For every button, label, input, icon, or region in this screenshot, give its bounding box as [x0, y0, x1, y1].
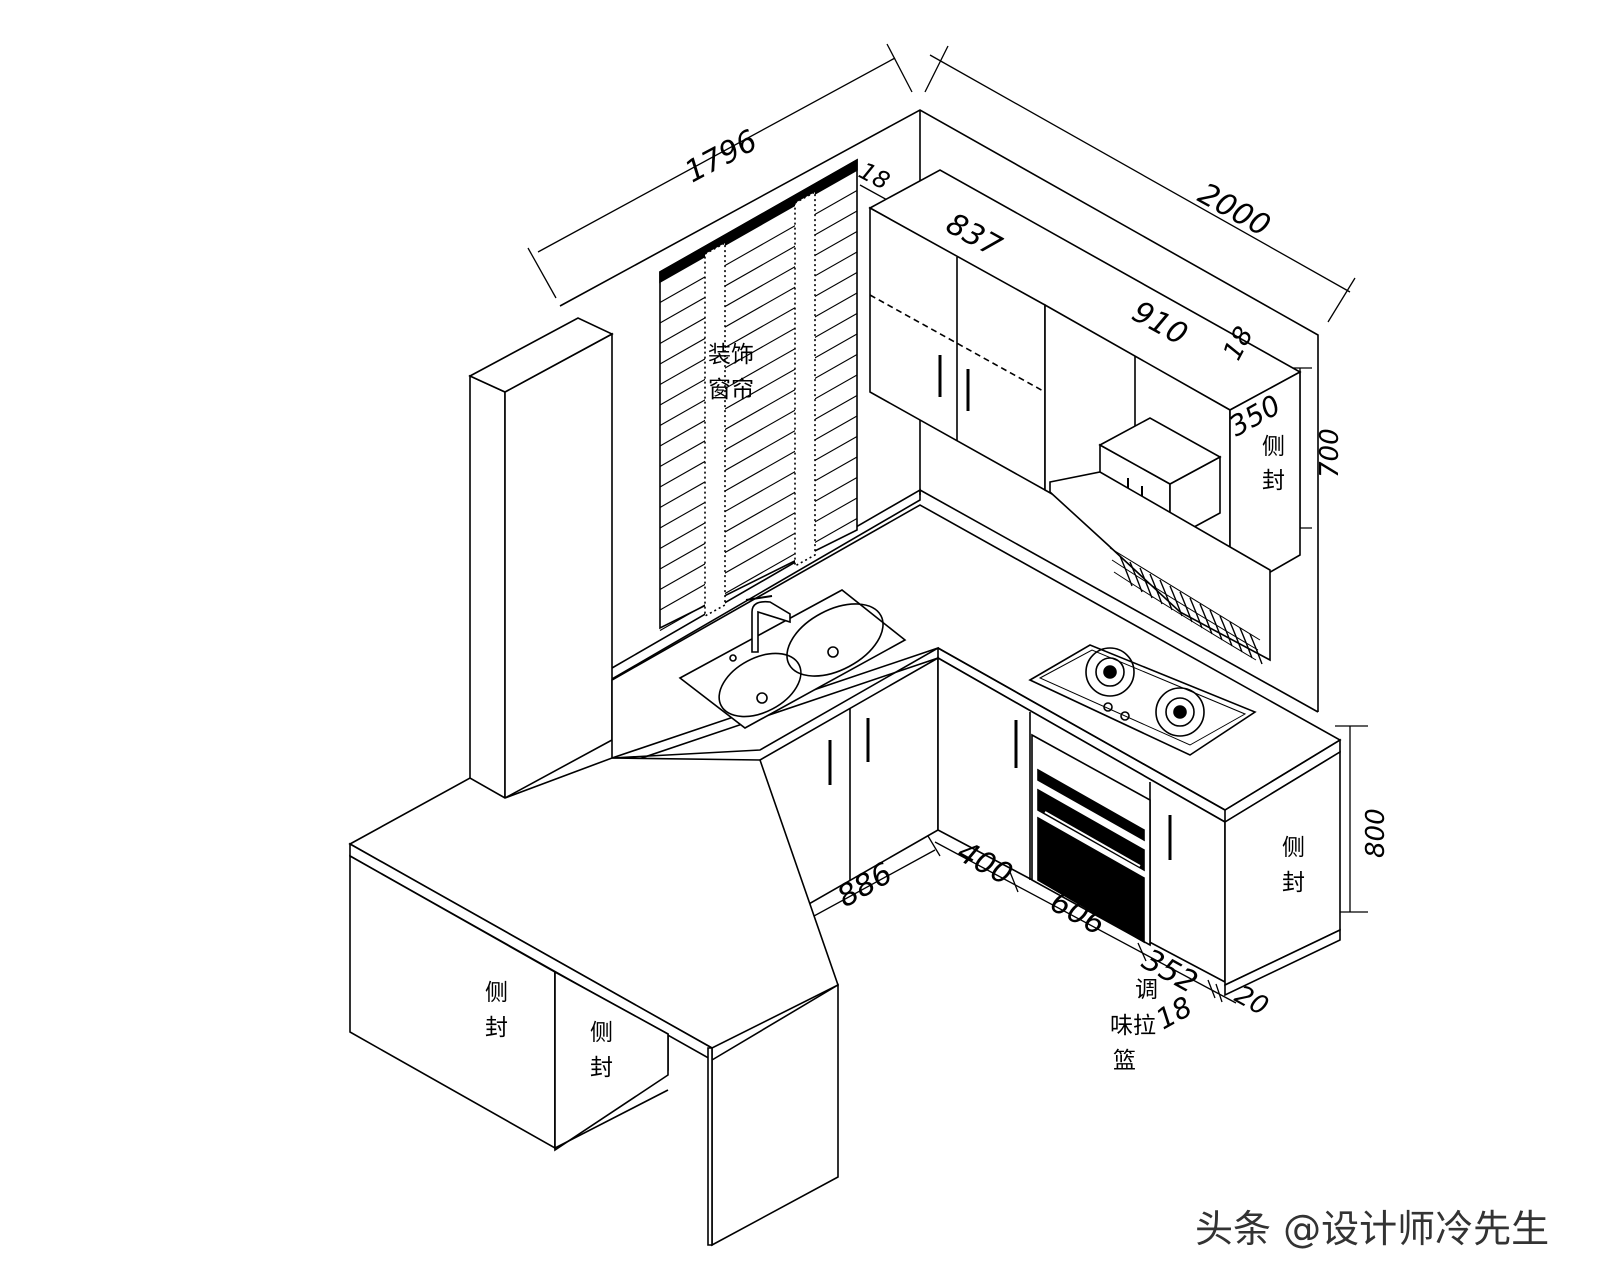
right-plinth [1225, 930, 1340, 995]
curtain-label-2: 窗帘 [708, 377, 754, 403]
dim-700: 700 [1315, 428, 1345, 478]
dim-800: 800 [1361, 808, 1391, 858]
side-panel-upper-2: 封 [1262, 468, 1285, 494]
gas-cooktop [1030, 645, 1255, 755]
hood-canopy [1050, 472, 1270, 660]
window-blind [660, 160, 857, 631]
dim-2000: 2000 [1192, 176, 1276, 244]
oven-door-top [1038, 770, 1144, 840]
walls [559, 109, 1319, 713]
blind-slat [660, 314, 857, 426]
tall-column-front [470, 376, 505, 798]
blind-stripe-2 [795, 192, 815, 566]
side-panel-bar-1: 侧 [485, 980, 508, 1006]
hood-rib [1140, 568, 1152, 598]
dim-1796: 1796 [679, 123, 763, 190]
hood-vents [1110, 548, 1260, 640]
hood-ribs [1120, 556, 1262, 664]
oven-window-lower [1038, 818, 1144, 942]
hood-rib [1160, 580, 1172, 610]
oven-window-upper [1038, 790, 1144, 870]
side-panel-upper-1: 侧 [1262, 434, 1285, 460]
blind-slat [660, 375, 857, 487]
hood-rib [1250, 634, 1262, 664]
hood-rib [1130, 562, 1142, 592]
dim-18-top: 18 [854, 157, 894, 196]
hood-rib [1210, 610, 1222, 640]
spice-basket-label-2: 味拉 [1110, 1013, 1156, 1039]
blind-stripe-1 [705, 243, 725, 616]
hood-box-top [1100, 418, 1220, 484]
bar-top-surface [350, 758, 838, 1048]
side-panel-bar-2: 封 [485, 1015, 508, 1041]
range-hood [1050, 472, 1270, 664]
hood-rib [1220, 616, 1232, 646]
spice-basket-label-1: 调 [1135, 977, 1158, 1003]
blind-slat [660, 273, 857, 385]
faucet [752, 602, 790, 652]
base-cabinets-right [938, 658, 1340, 995]
hood-rib [1150, 574, 1162, 604]
blind-slat [660, 355, 857, 467]
hood-rib [1230, 622, 1242, 652]
blind-slat [660, 498, 857, 610]
side-panel-inner-1: 侧 [590, 1020, 613, 1046]
hood-rib [1180, 592, 1192, 622]
left-wall-top-edge [559, 109, 1319, 712]
blind-slat [660, 478, 857, 590]
upper-cabinet-side [1230, 372, 1300, 595]
double-sink [680, 589, 905, 729]
bar-inner-face [555, 972, 668, 1150]
blind-slat [660, 457, 857, 569]
side-panel-inner-2: 封 [590, 1055, 613, 1081]
blind-slats [660, 191, 857, 631]
label-text: 装饰 窗帘 侧 封 侧 封 侧 封 侧 封 调 味拉 篮 [485, 342, 1305, 1081]
right-backsplash [919, 489, 1319, 713]
blind-slat [660, 232, 857, 344]
blind-slat [660, 211, 857, 323]
tall-column-top [470, 318, 612, 392]
blind-slat [660, 191, 857, 303]
hood-rib [1120, 556, 1132, 586]
hood-rib [1170, 586, 1182, 616]
bar-counter [350, 758, 838, 1245]
hood-rib [1190, 598, 1202, 628]
blind-slat [660, 437, 857, 549]
sink-bowl-left [708, 641, 811, 730]
bar-leg-side [708, 1048, 712, 1245]
blind-slat [660, 293, 857, 405]
curtain-label-1: 装饰 [708, 342, 754, 368]
blind-slat [660, 416, 857, 528]
watermark-text: 头条 @设计师冷先生 [1195, 1207, 1549, 1251]
blind-top-bar [660, 160, 857, 282]
hood-rib [1200, 604, 1212, 634]
burner-right [1156, 688, 1204, 736]
burner-left [1086, 648, 1134, 696]
blind-slat [660, 396, 857, 508]
spice-basket-label-3: 篮 [1113, 1048, 1136, 1074]
blind-slat [660, 334, 857, 446]
sink-bowl-right [775, 589, 895, 691]
blind-slat [660, 519, 857, 631]
hood-rib [1240, 628, 1252, 658]
left-backsplash [611, 488, 921, 680]
blind-slat [660, 252, 857, 364]
side-panel-base-2: 封 [1282, 870, 1305, 896]
side-panel-base-1: 侧 [1282, 835, 1305, 861]
tall-column-side [505, 334, 612, 798]
tall-column [470, 318, 612, 798]
